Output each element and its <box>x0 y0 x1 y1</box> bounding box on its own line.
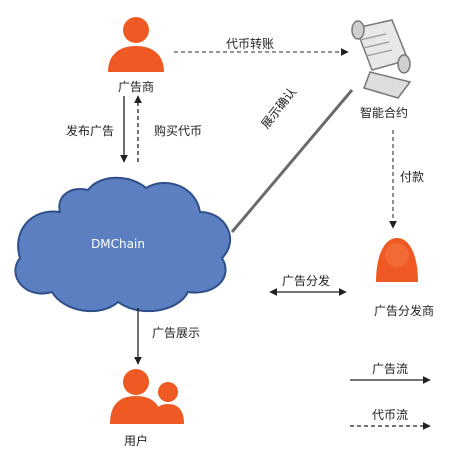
user-label: 用户 <box>123 434 149 448</box>
legend-ad-flow-label: 广告流 <box>371 362 409 376</box>
edge-buy-token-label: 购买代币 <box>154 124 203 138</box>
edge-publish-ad-label: 发布广告 <box>66 124 115 138</box>
smart-contract-label: 智能合约 <box>359 106 409 120</box>
distributor-label: 广告分发商 <box>373 304 435 318</box>
edge-token-transfer-label: 代币转账 <box>225 37 275 51</box>
dmchain-cloud <box>14 176 232 313</box>
edge-display-confirm <box>230 89 354 233</box>
user-group-icon <box>110 369 184 424</box>
person-female-icon <box>376 238 418 282</box>
legend-token-flow-label: 代币流 <box>371 408 409 422</box>
dmchain-label: DMChain <box>91 237 145 251</box>
advertiser-label: 广告商 <box>117 80 155 94</box>
edge-ad-display-label: 广告展示 <box>152 326 201 340</box>
edge-ad-distribution-label: 广告分发 <box>281 274 331 288</box>
edge-payment-label: 付款 <box>400 170 425 184</box>
scroll-contract-icon <box>351 19 412 99</box>
person-male-icon <box>108 17 164 72</box>
